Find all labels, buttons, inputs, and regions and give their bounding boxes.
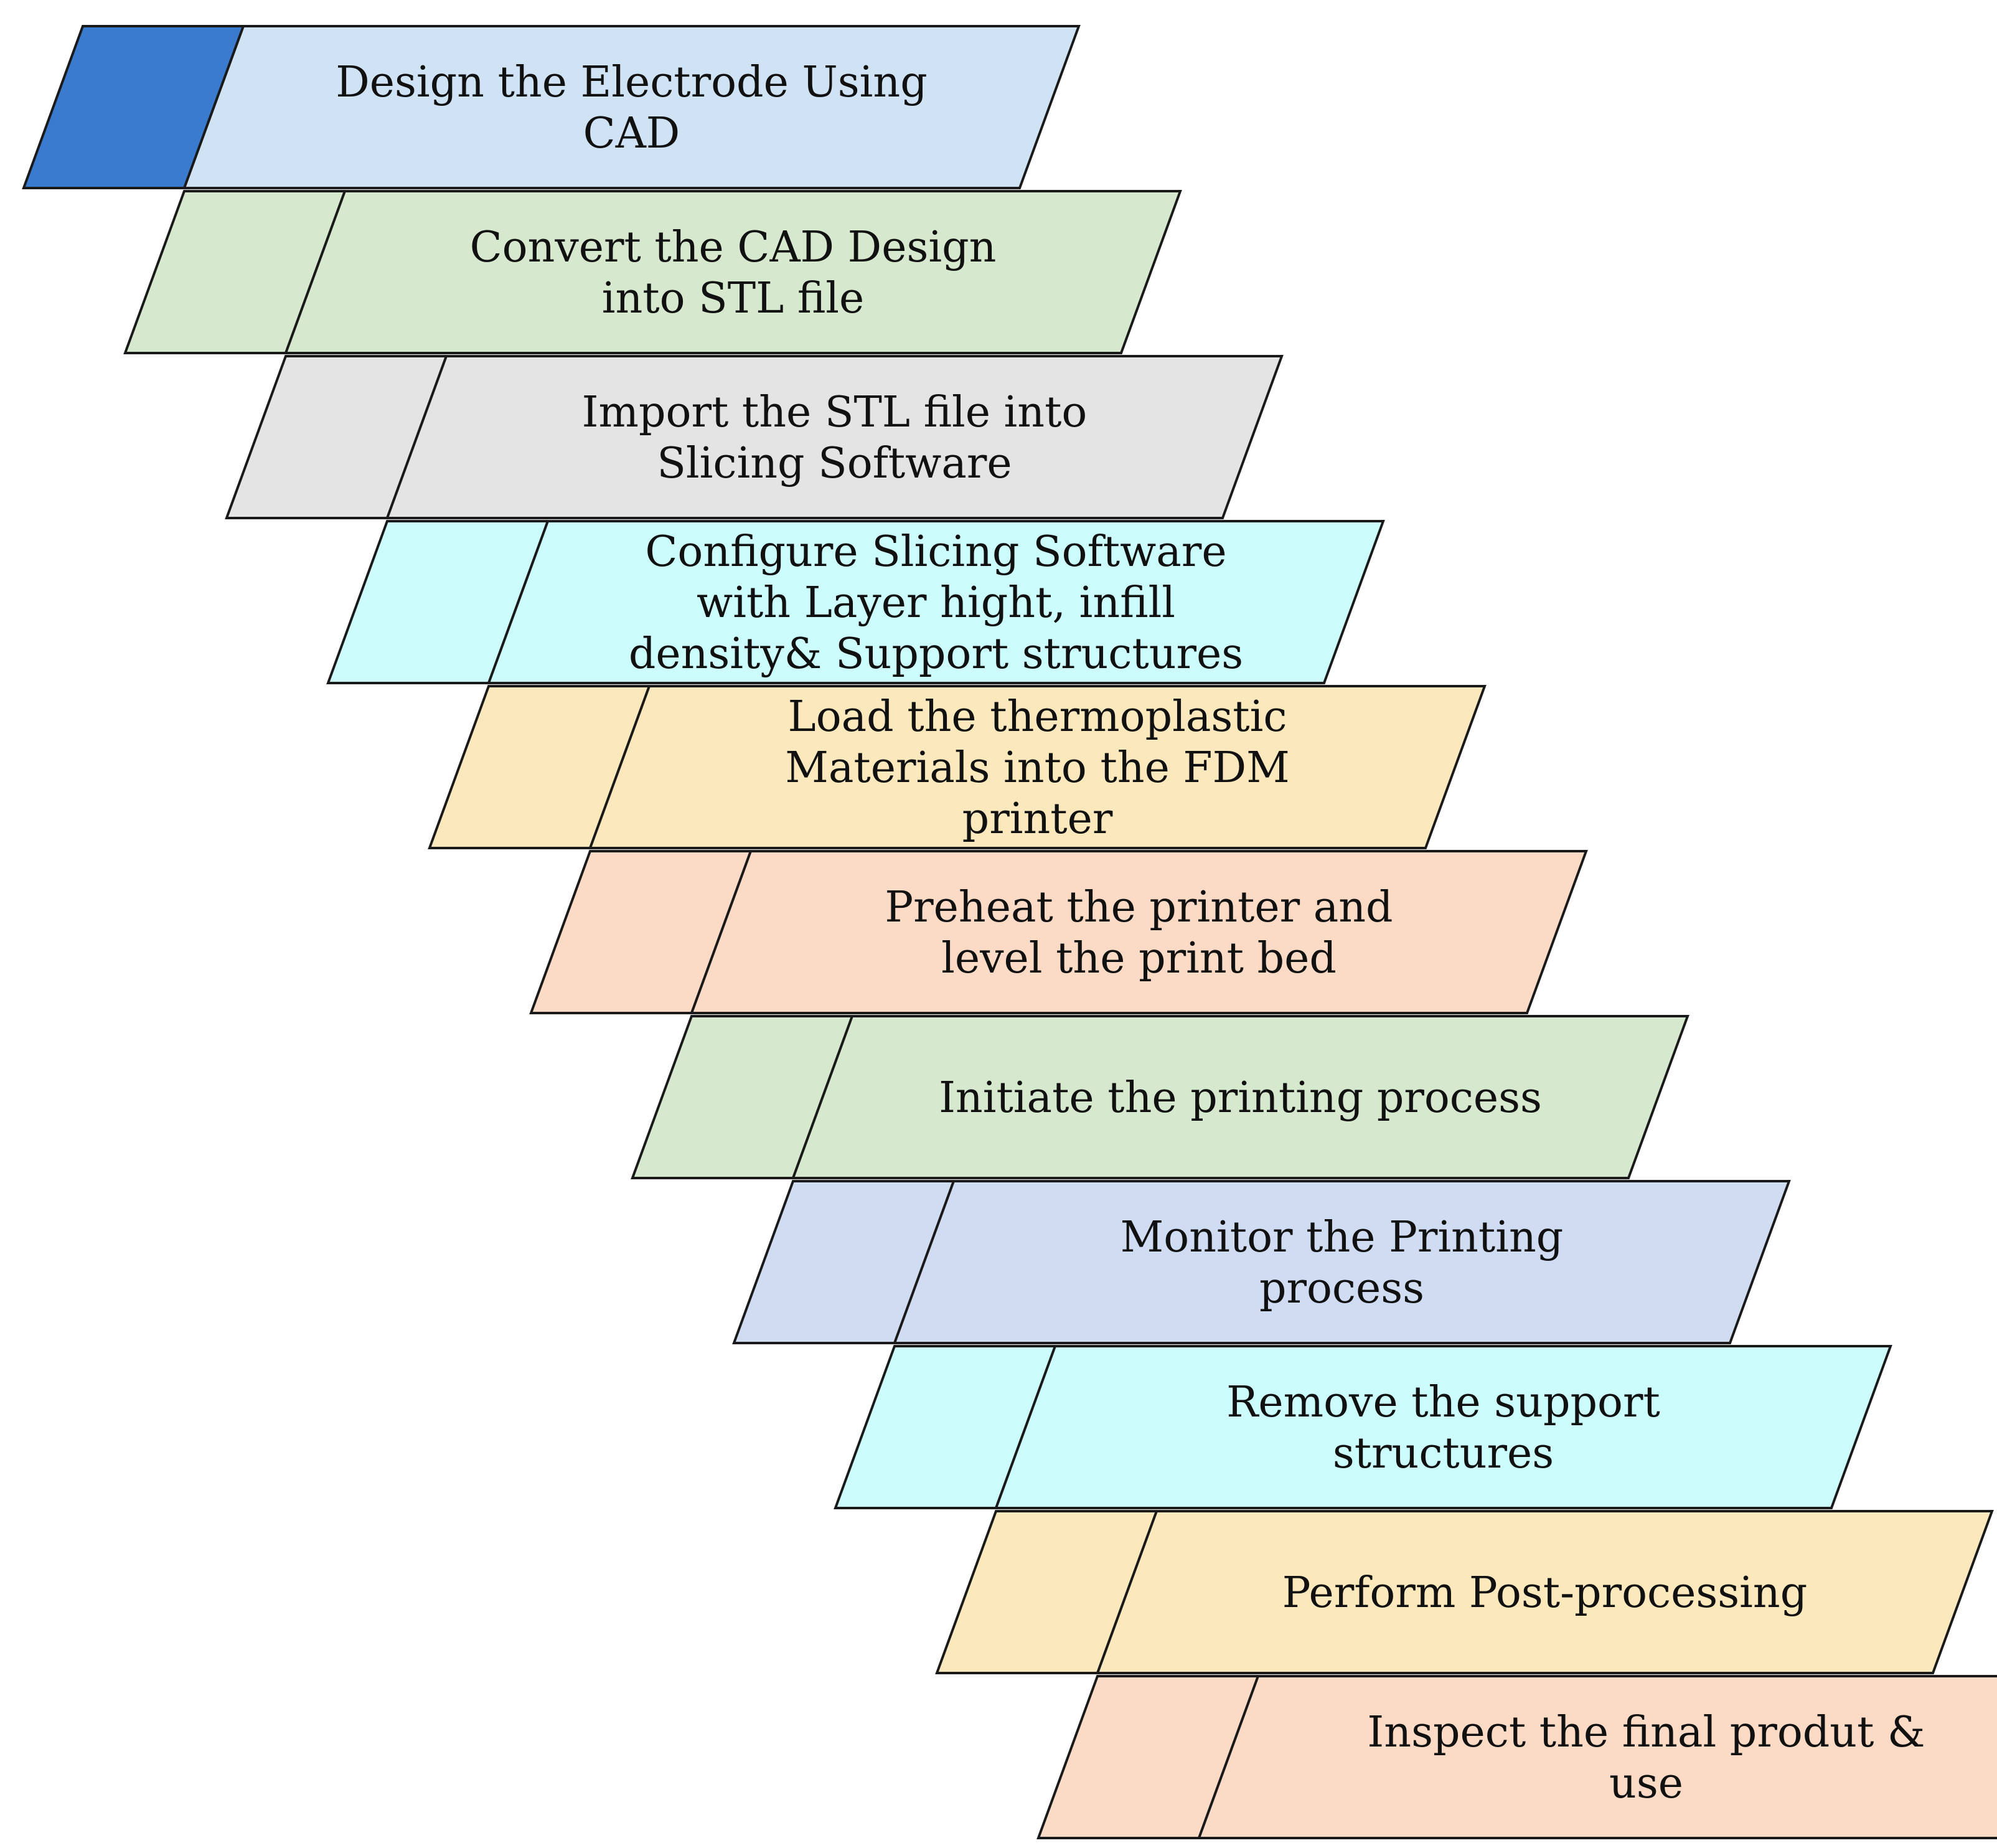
step-label: CAD bbox=[583, 109, 680, 158]
step-box bbox=[791, 1015, 1689, 1179]
step-label: Perform Post-processing bbox=[1282, 1568, 1807, 1618]
step-label: density& Support structures bbox=[629, 629, 1243, 679]
step-label: level the print bed bbox=[941, 934, 1337, 983]
step-label: Monitor the Printing bbox=[1121, 1213, 1564, 1262]
step-label: Preheat the printer and bbox=[885, 883, 1393, 932]
step-box bbox=[284, 190, 1182, 354]
step-label: Import the STL file into bbox=[582, 388, 1088, 437]
step-label: Inspect the final produt & bbox=[1367, 1708, 1925, 1757]
step-label: printer bbox=[962, 794, 1113, 844]
process-step: Initiate the printing process bbox=[631, 1015, 1689, 1179]
step-label: Configure Slicing Software bbox=[645, 527, 1226, 577]
step-box bbox=[893, 1180, 1791, 1344]
step-box bbox=[182, 25, 1081, 189]
step-box bbox=[588, 685, 1487, 849]
step-label: use bbox=[1609, 1759, 1683, 1808]
step-box bbox=[385, 355, 1284, 519]
step-label: Initiate the printing process bbox=[939, 1073, 1542, 1123]
process-step: Perform Post-processing bbox=[935, 1510, 1994, 1674]
step-label: Load the thermoplastic bbox=[788, 692, 1287, 742]
step-label: with Layer hight, infill bbox=[697, 578, 1175, 628]
step-label: Remove the support bbox=[1226, 1378, 1660, 1427]
step-box bbox=[690, 850, 1588, 1014]
step-label: into STL file bbox=[602, 274, 864, 323]
step-label: structures bbox=[1333, 1429, 1554, 1478]
step-label: process bbox=[1259, 1264, 1424, 1313]
step-label: Convert the CAD Design bbox=[470, 223, 997, 272]
step-box bbox=[1197, 1675, 1997, 1839]
step-label: Slicing Software bbox=[657, 439, 1012, 488]
step-label: Design the Electrode Using bbox=[336, 58, 927, 107]
step-box bbox=[487, 520, 1385, 684]
step-label: Materials into the FDM bbox=[785, 743, 1290, 793]
process-step: Inspect the final produt &use bbox=[1036, 1675, 1997, 1839]
step-box bbox=[1096, 1510, 1994, 1674]
step-box bbox=[994, 1345, 1892, 1509]
